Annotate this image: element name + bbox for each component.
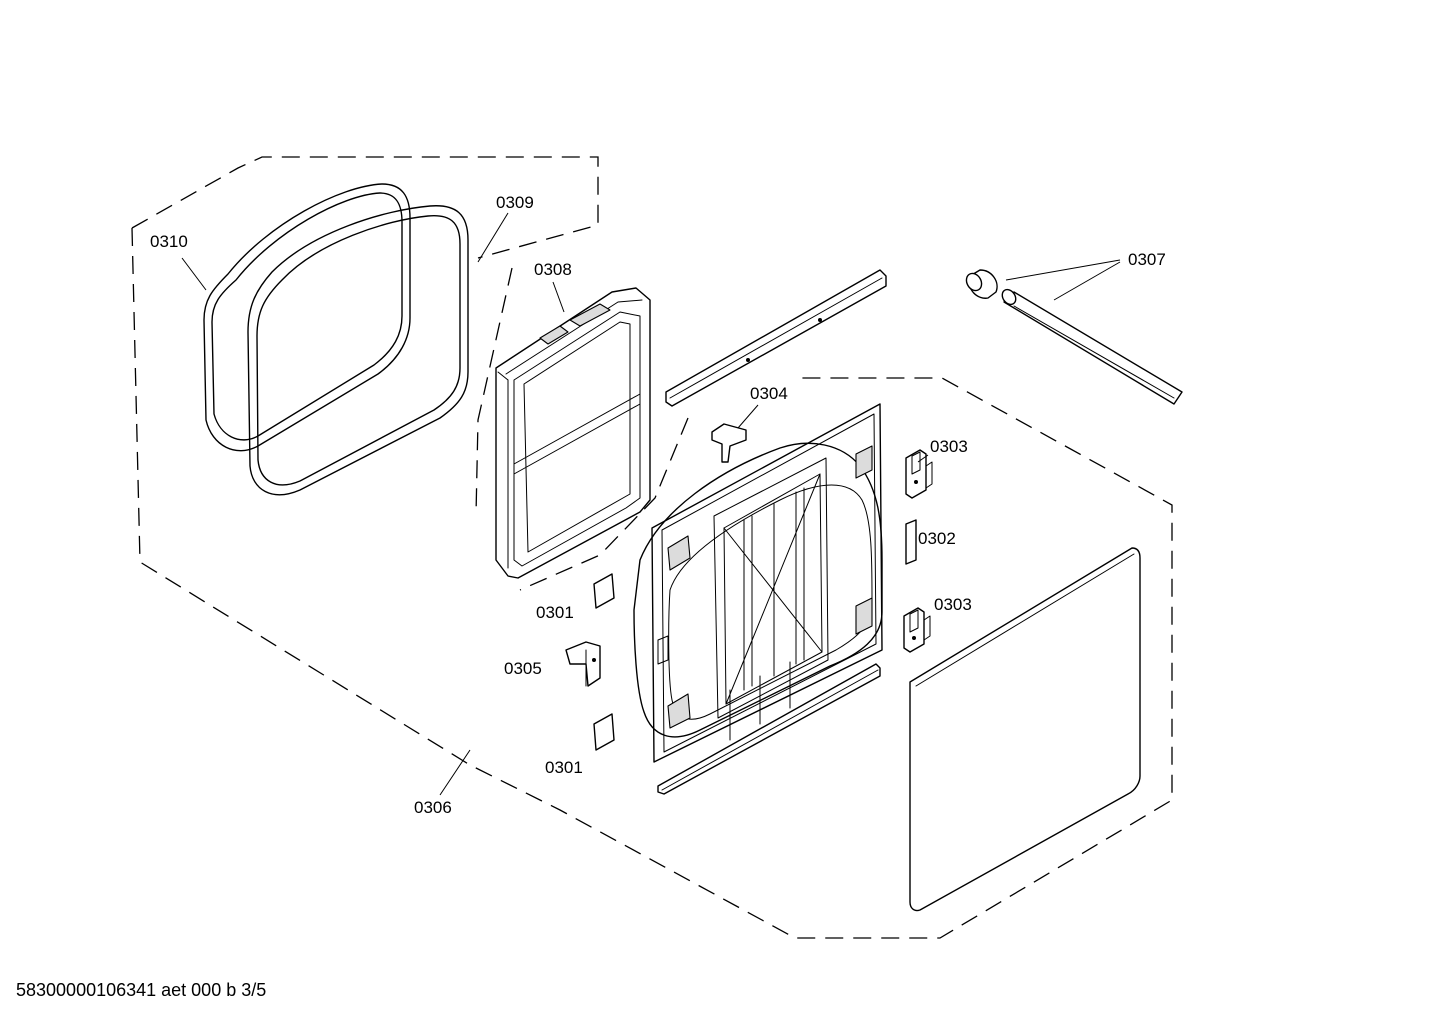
pad-0301-upper [593,573,615,609]
upper-rail [665,269,887,407]
tube-0307 [1001,288,1183,405]
hinge-0303-upper [905,449,933,499]
label-0306: 0306 [414,798,452,817]
part-labels: 0310 0309 0308 0307 0304 0303 0302 0303 … [150,193,1166,817]
lower-rail [657,663,881,795]
leader-lines [181,212,1121,796]
assembly-outline-dashed [131,156,1173,939]
label-0303-upper: 0303 [930,437,968,456]
catch-0304 [711,423,747,463]
hinge-0303-lower [903,607,931,653]
document-footer-code: 58300000106341 aet 000 b 3/5 [16,980,267,1000]
filter-frame-0308 [495,287,651,579]
label-0307: 0307 [1128,250,1166,269]
label-0309: 0309 [496,193,534,212]
pad-0301-lower [593,713,615,751]
door-seal-inner-0309 [247,205,469,496]
cap-0307 [965,269,998,299]
label-0301-upper: 0301 [536,603,574,622]
door-seal-outer-0310 [203,183,411,452]
label-0303-lower: 0303 [934,595,972,614]
label-0305: 0305 [504,659,542,678]
inner-door-frame [633,403,883,763]
label-0301-lower: 0301 [545,758,583,777]
outer-door-panel [909,547,1141,912]
bracket-0305 [565,641,601,687]
label-0308: 0308 [534,260,572,279]
label-0310: 0310 [150,232,188,251]
label-0302: 0302 [918,529,956,548]
label-0304: 0304 [750,384,788,403]
spacer-0302 [905,519,917,565]
